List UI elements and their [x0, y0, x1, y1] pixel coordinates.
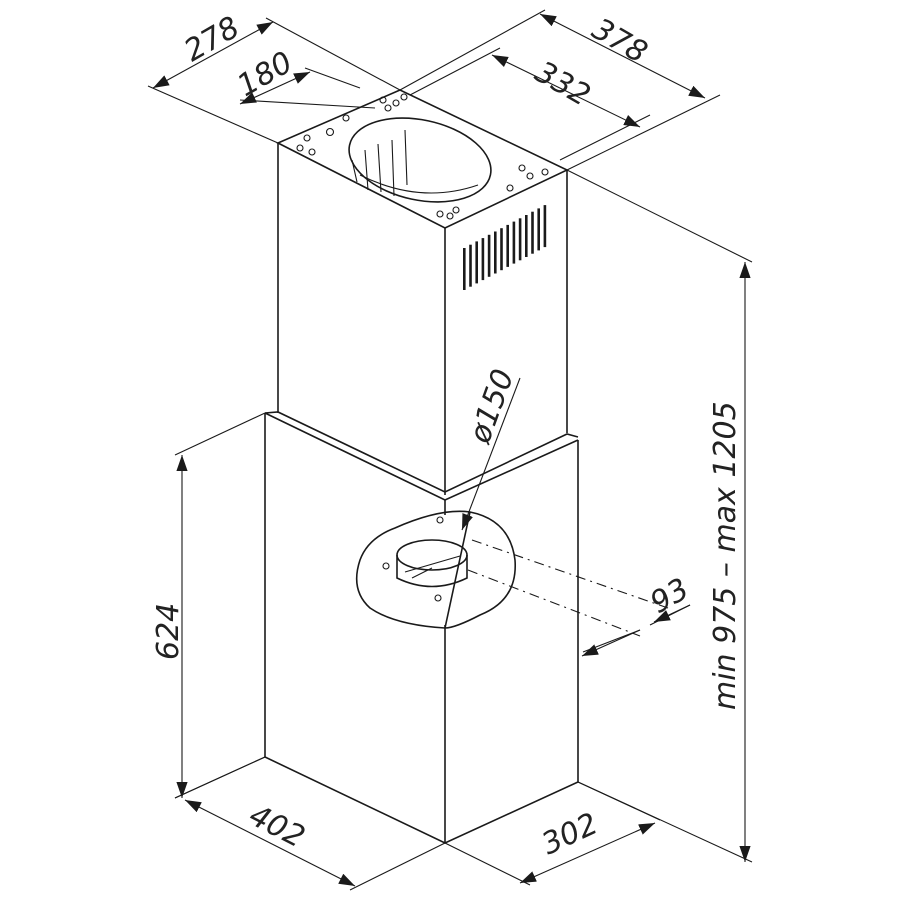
duct-center-lines [467, 539, 669, 637]
vent-slot [475, 241, 478, 284]
dim-top-width-inner: 332 [529, 55, 596, 114]
dim-duct-diameter: ø150 [462, 365, 521, 449]
ventilation-grille [463, 205, 547, 290]
dim-offset: 93 [645, 572, 696, 621]
vent-slot [463, 248, 466, 290]
vent-slot [487, 234, 491, 277]
vent-slot [506, 224, 509, 267]
dim-lower-height: 624 [151, 603, 186, 660]
dim-top-depth-inner: 180 [232, 45, 299, 104]
mounting-screws [296, 93, 549, 220]
vent-slot [537, 208, 540, 251]
vent-slot [494, 231, 497, 274]
duct-opening [348, 117, 492, 203]
vent-slot [525, 215, 528, 257]
upper-vertical-edges [277, 143, 568, 495]
dimension-lines [147, 9, 753, 891]
lower-top-inner-rim [264, 412, 579, 501]
vent-slot [469, 244, 472, 287]
dim-top-width: 378 [586, 12, 653, 71]
upper-chimney [276, 89, 569, 495]
vent-slot [543, 205, 547, 248]
duct-cutaway [355, 510, 516, 629]
vent-slot [481, 238, 485, 281]
vent-slot [531, 211, 534, 254]
dim-total-height: min 975 – max 1205 [708, 401, 743, 710]
vent-slot [512, 221, 516, 264]
lower-hood-body [264, 411, 669, 844]
dim-top-depth: 278 [179, 10, 246, 69]
dim-base-width: 302 [537, 806, 604, 862]
lower-outline [264, 413, 579, 844]
vent-slot [518, 218, 522, 261]
dimension-labels: 278 180 378 332 ø150 624 93 min 975 – ma… [151, 10, 743, 862]
vent-slot [500, 228, 503, 271]
upper-top-face [276, 89, 569, 229]
lower-top-rim [264, 411, 579, 493]
